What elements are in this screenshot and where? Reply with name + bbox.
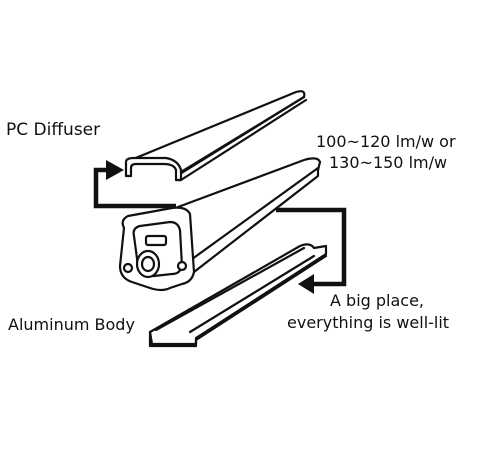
efficiency-label-line2: 130~150 lm/w — [329, 153, 448, 172]
lighting-label-line1: A big place, — [330, 291, 425, 310]
lamp-fixture-part — [118, 157, 322, 292]
pc-diffuser-part — [124, 90, 308, 182]
lighting-label-line2: everything is well-lit — [287, 313, 450, 332]
diffuser-arrowhead-icon — [106, 160, 124, 180]
lighting-arrowhead-icon — [298, 274, 314, 294]
pc-diffuser-label: PC Diffuser — [6, 120, 101, 140]
efficiency-label-line1: 100~120 lm/w or — [316, 132, 456, 151]
efficiency-callout-arrow — [276, 207, 347, 287]
aluminum-body-part — [148, 243, 328, 348]
aluminum-body-label: Aluminum Body — [8, 315, 135, 334]
diffuser-callout-arrow — [93, 167, 176, 209]
